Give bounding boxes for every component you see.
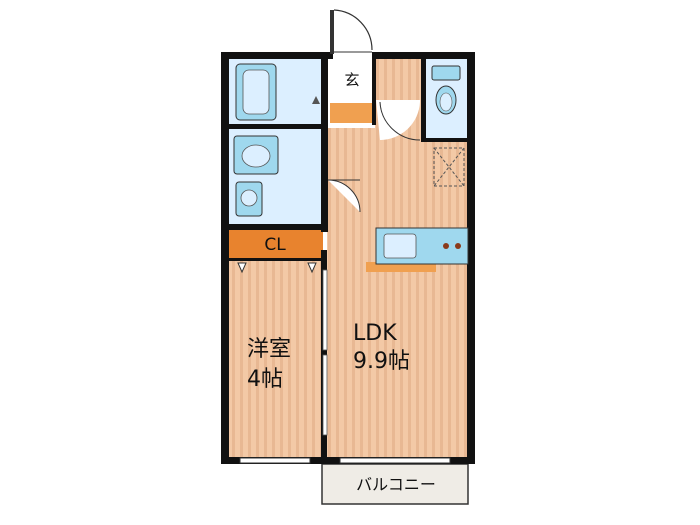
stove-icon xyxy=(443,243,461,249)
closet-door-marks xyxy=(237,262,317,274)
western-room-name: 洋室 xyxy=(247,337,291,362)
entrance-label: 玄 xyxy=(344,71,359,89)
washing-machine-icon xyxy=(235,181,263,217)
washbasin-icon xyxy=(233,135,279,175)
front-door xyxy=(330,9,373,54)
ldk-size: 9.9帖 xyxy=(353,349,410,374)
ldk-name: LDK xyxy=(353,321,397,346)
western-room-size: 4帖 xyxy=(247,367,283,392)
closet-label: CL xyxy=(264,235,286,255)
refrigerator-space-icon xyxy=(433,147,465,187)
sliding-door xyxy=(322,269,328,436)
kitchen-sink-icon xyxy=(383,233,417,259)
entrance-step xyxy=(330,103,374,123)
bathroom-door-marks xyxy=(312,96,320,104)
ldk-floor xyxy=(327,128,467,458)
balcony-label: バルコニー xyxy=(356,475,436,494)
washroom-door xyxy=(327,179,361,213)
toilet-icon xyxy=(431,65,461,115)
windows xyxy=(239,457,451,464)
entrance-floor xyxy=(330,58,374,103)
closet-floor xyxy=(228,229,323,259)
ldk-door xyxy=(376,100,421,141)
bathtub-icon xyxy=(235,63,277,121)
western-room-floor xyxy=(228,260,323,458)
